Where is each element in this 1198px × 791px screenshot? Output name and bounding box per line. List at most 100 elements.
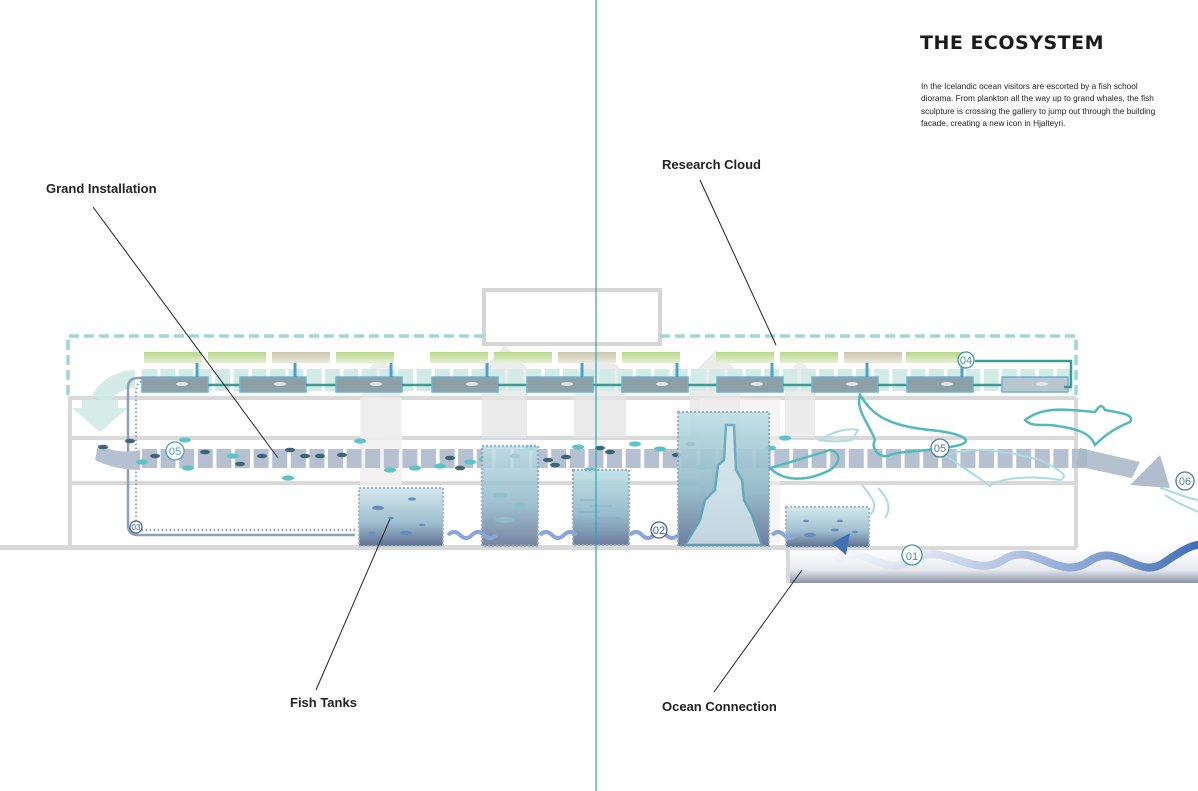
school-cell bbox=[662, 449, 678, 468]
ocean-wave-flow bbox=[832, 541, 1198, 572]
school-cell bbox=[216, 449, 232, 468]
fish-icon bbox=[779, 435, 791, 441]
grass-strip bbox=[144, 352, 202, 363]
description: In the Icelandic ocean visitors are esco… bbox=[921, 81, 1156, 128]
tall-tank-mountain bbox=[677, 411, 770, 547]
research-tank bbox=[716, 376, 784, 393]
cloud-cell bbox=[983, 369, 999, 391]
fish-icon bbox=[257, 453, 267, 459]
fish-icon bbox=[654, 446, 666, 452]
research-cloud-boundary bbox=[66, 334, 1078, 398]
school-cell bbox=[1016, 449, 1032, 468]
fish-tank-3 bbox=[572, 469, 630, 546]
fish-icon bbox=[550, 462, 560, 468]
school-cell bbox=[458, 449, 474, 468]
fish-icon bbox=[182, 465, 194, 471]
school-cell bbox=[960, 449, 976, 468]
marker-01: 01 bbox=[901, 544, 923, 566]
school-cell bbox=[142, 449, 157, 468]
school-cell bbox=[1053, 449, 1069, 468]
grass-strip bbox=[558, 352, 616, 363]
school-cell bbox=[253, 449, 269, 468]
fish-icon bbox=[136, 459, 148, 465]
research-tank bbox=[239, 376, 307, 393]
cloud-cell bbox=[215, 369, 231, 391]
fish-icon bbox=[445, 455, 455, 461]
research-tank bbox=[621, 376, 689, 393]
cloud-cell bbox=[599, 369, 615, 391]
school-cell bbox=[290, 449, 306, 468]
fish-icon bbox=[274, 382, 286, 386]
school-cell bbox=[848, 449, 864, 468]
school-cell bbox=[421, 449, 436, 468]
cloud-cell bbox=[782, 369, 798, 391]
fish-icon bbox=[300, 453, 310, 459]
fish-icon bbox=[455, 465, 465, 471]
inflow-arrow-icon bbox=[832, 533, 850, 555]
whales-light bbox=[817, 428, 1198, 519]
school-curve-start bbox=[95, 445, 140, 470]
light-column bbox=[360, 398, 402, 486]
ocean-wall bbox=[786, 548, 790, 583]
fish-icon bbox=[370, 382, 382, 386]
school-cell bbox=[328, 449, 343, 468]
fish-icon bbox=[1036, 382, 1048, 386]
grass-strips bbox=[144, 352, 964, 363]
marker-03-label: 03 bbox=[132, 523, 141, 532]
school-cell bbox=[569, 449, 585, 468]
loop-line-04 bbox=[975, 359, 1073, 389]
grass-strip bbox=[906, 352, 964, 363]
marker-06: 06 bbox=[1175, 471, 1195, 491]
marker-05b: 05 bbox=[930, 438, 950, 458]
fish-icon bbox=[98, 444, 108, 450]
roof-box bbox=[482, 288, 662, 346]
grass-strip bbox=[844, 352, 902, 363]
grass-strip bbox=[272, 352, 330, 363]
fish-icon bbox=[384, 467, 396, 473]
research-tank bbox=[906, 376, 974, 393]
grass-strip bbox=[780, 352, 838, 363]
marker-01-label: 01 bbox=[906, 551, 918, 563]
fish-icon bbox=[751, 382, 763, 386]
fish-tank-2 bbox=[480, 444, 540, 548]
school-cell bbox=[383, 449, 399, 468]
fish-icon bbox=[629, 441, 641, 447]
research-tank bbox=[526, 376, 594, 393]
fish-icon bbox=[561, 454, 571, 460]
fish-icon bbox=[354, 438, 366, 444]
fish-icon bbox=[466, 382, 478, 386]
fish-icon bbox=[409, 465, 421, 471]
school-cell bbox=[309, 449, 325, 468]
grass-strip bbox=[336, 352, 394, 363]
fish-icon bbox=[572, 444, 584, 450]
cloud-cell bbox=[416, 369, 432, 391]
cloud-cell bbox=[892, 369, 908, 391]
school-cell bbox=[365, 449, 381, 468]
page-title: THE ECOSYSTEM bbox=[920, 32, 1105, 54]
cloud-cell bbox=[306, 369, 322, 391]
research-tank bbox=[1001, 376, 1069, 393]
callout-grand-installation: Grand Installation bbox=[46, 181, 157, 196]
fish-tank-1 bbox=[358, 487, 444, 547]
fish-icon bbox=[561, 382, 573, 386]
building-section bbox=[68, 396, 1078, 550]
research-tanks bbox=[141, 363, 1069, 393]
grass-strip bbox=[208, 352, 266, 363]
marker-05a: 05 bbox=[165, 441, 185, 461]
school-cell bbox=[644, 449, 660, 468]
fish-icon bbox=[285, 447, 295, 453]
school-cell bbox=[979, 449, 994, 468]
fish-icon bbox=[200, 449, 210, 455]
fish-icon bbox=[125, 438, 135, 444]
marker-04-label: 04 bbox=[960, 355, 972, 367]
fish-icon bbox=[656, 382, 668, 386]
research-tank bbox=[431, 376, 499, 393]
return-arrow-icon bbox=[72, 370, 135, 432]
cloud-cell bbox=[691, 369, 706, 391]
research-tank bbox=[811, 376, 879, 393]
callout-lines bbox=[92, 179, 803, 693]
marker-03: 03 bbox=[129, 520, 143, 534]
school-cell bbox=[625, 449, 641, 468]
cloud-cell bbox=[508, 369, 523, 391]
marker-05-label: 05 bbox=[169, 446, 181, 458]
